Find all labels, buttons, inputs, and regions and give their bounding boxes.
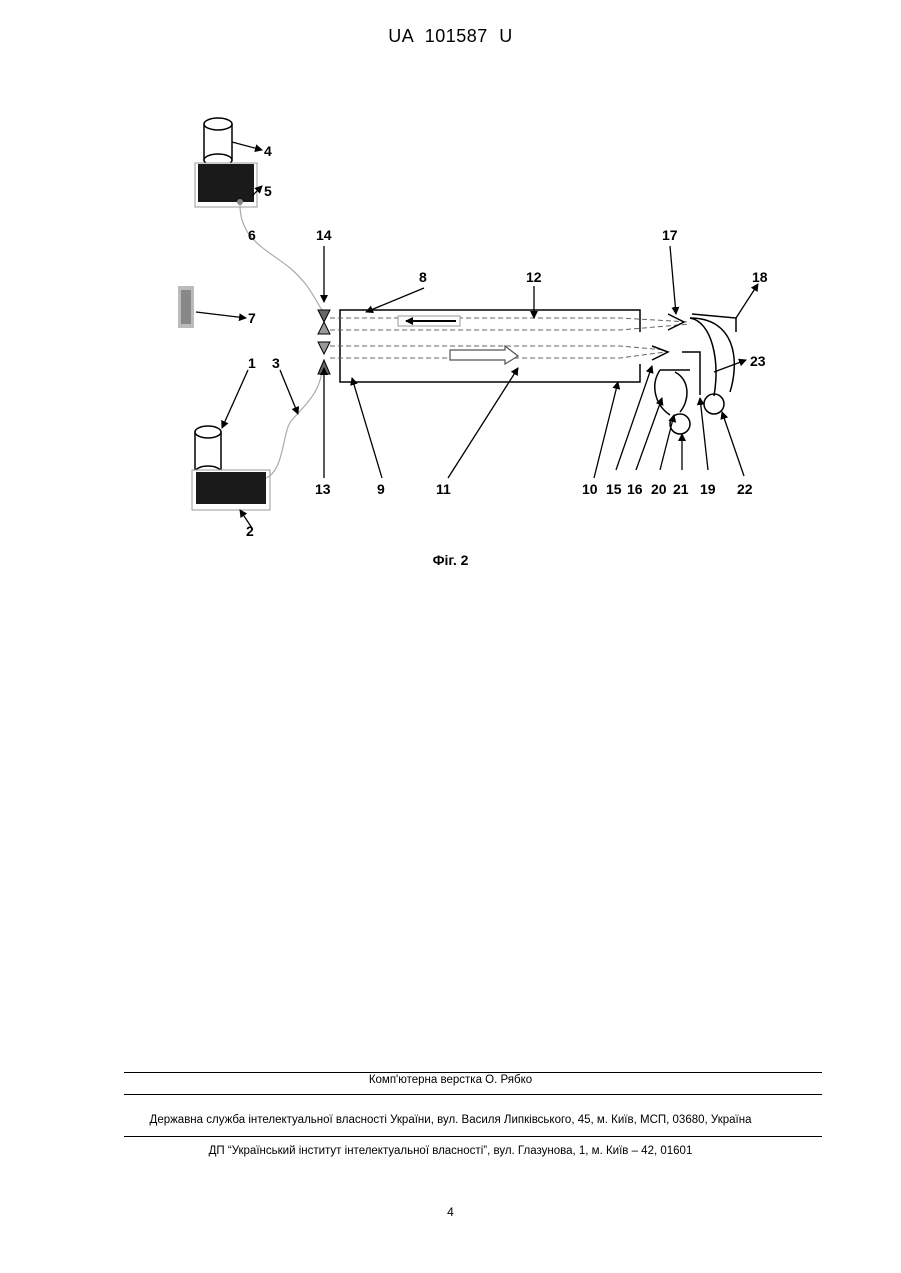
fiber-3 xyxy=(266,372,322,478)
institute-address: ДП “Український інститут інтелектуальної… xyxy=(0,1145,901,1157)
label-15: 15 xyxy=(606,481,622,497)
box-2 xyxy=(192,470,270,510)
label-21: 21 xyxy=(673,481,689,497)
label-19: 19 xyxy=(700,481,716,497)
label-8: 8 xyxy=(419,269,427,285)
label-2: 2 xyxy=(246,523,254,539)
fiber-6 xyxy=(240,205,322,310)
label-17: 17 xyxy=(662,227,678,243)
element-7 xyxy=(178,286,194,328)
label-16: 16 xyxy=(627,481,643,497)
layout-credit: Комп'ютерна верстка О. Рябко xyxy=(0,1074,901,1086)
label-10: 10 xyxy=(582,481,598,497)
page-number: 4 xyxy=(0,1205,901,1219)
leader-lines xyxy=(196,142,758,528)
direction-arrow-right xyxy=(450,346,518,364)
label-7: 7 xyxy=(248,310,256,326)
patent-figure-2: 4 5 6 7 1 3 2 14 13 8 12 9 11 10 15 16 2… xyxy=(0,0,901,600)
box-5 xyxy=(195,163,257,207)
direction-arrow-left xyxy=(398,316,460,326)
label-23: 23 xyxy=(750,353,766,369)
label-1: 1 xyxy=(248,355,256,371)
footer-rule-bottom xyxy=(124,1136,822,1137)
footer-rule-top xyxy=(124,1072,822,1073)
label-22: 22 xyxy=(737,481,753,497)
label-18: 18 xyxy=(752,269,768,285)
label-20: 20 xyxy=(651,481,667,497)
label-12: 12 xyxy=(526,269,542,285)
office-address: Державна служба інтелектуальної власност… xyxy=(0,1114,901,1126)
label-3: 3 xyxy=(272,355,280,371)
label-14: 14 xyxy=(316,227,332,243)
label-9: 9 xyxy=(377,481,385,497)
label-4: 4 xyxy=(264,143,272,159)
figure-caption: Фіг. 2 xyxy=(0,552,901,568)
coupler-14 xyxy=(318,310,330,334)
label-6: 6 xyxy=(248,227,256,243)
reference-numerals: 4 5 6 7 1 3 2 14 13 8 12 9 11 10 15 16 2… xyxy=(246,143,768,539)
label-11: 11 xyxy=(436,481,451,497)
cylinder-4 xyxy=(204,118,232,166)
label-5: 5 xyxy=(264,183,272,199)
footer-rule-middle xyxy=(124,1094,822,1095)
label-13: 13 xyxy=(315,481,331,497)
